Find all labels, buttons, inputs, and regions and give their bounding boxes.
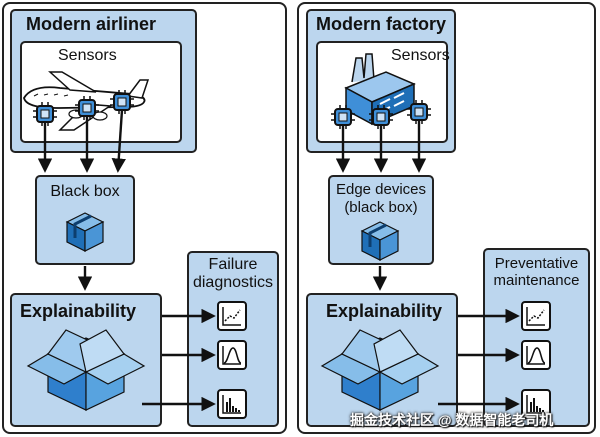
failure-title-line2: diagnostics <box>192 274 274 291</box>
right-explainability-label: Explainability <box>326 301 443 321</box>
blackbox-box: Black box <box>35 175 135 265</box>
factory-sensors-label: Sensors <box>391 47 450 64</box>
preventative-title-line2: maintenance <box>493 272 580 289</box>
failure-diagnostics-box: Failure diagnostics <box>187 251 279 427</box>
blackbox-label: Black box <box>50 183 120 200</box>
airliner-sensors-box: Sensors <box>20 41 182 143</box>
preventative-title-line1: Preventative <box>494 255 579 272</box>
left-explainability-box: Explainability <box>10 293 162 427</box>
edge-devices-box: Edge devices (black box) <box>328 175 434 265</box>
left-explainability-label: Explainability <box>20 301 137 321</box>
factory-sensors-box: Sensors <box>316 41 450 143</box>
right-explainability-box: Explainability <box>306 293 458 427</box>
airliner-sensors-label: Sensors <box>58 47 117 64</box>
airliner-title: Modern airliner <box>26 14 157 34</box>
watermark: 掘金技术社区 @ 数据智能老司机 <box>350 412 554 428</box>
factory-title: Modern factory <box>316 14 447 34</box>
edge-devices-line2: (black box) <box>344 199 418 216</box>
failure-title-line1: Failure <box>208 256 258 273</box>
edge-devices-line1: Edge devices <box>335 181 427 198</box>
preventative-maintenance-box: Preventative maintenance <box>483 248 590 427</box>
